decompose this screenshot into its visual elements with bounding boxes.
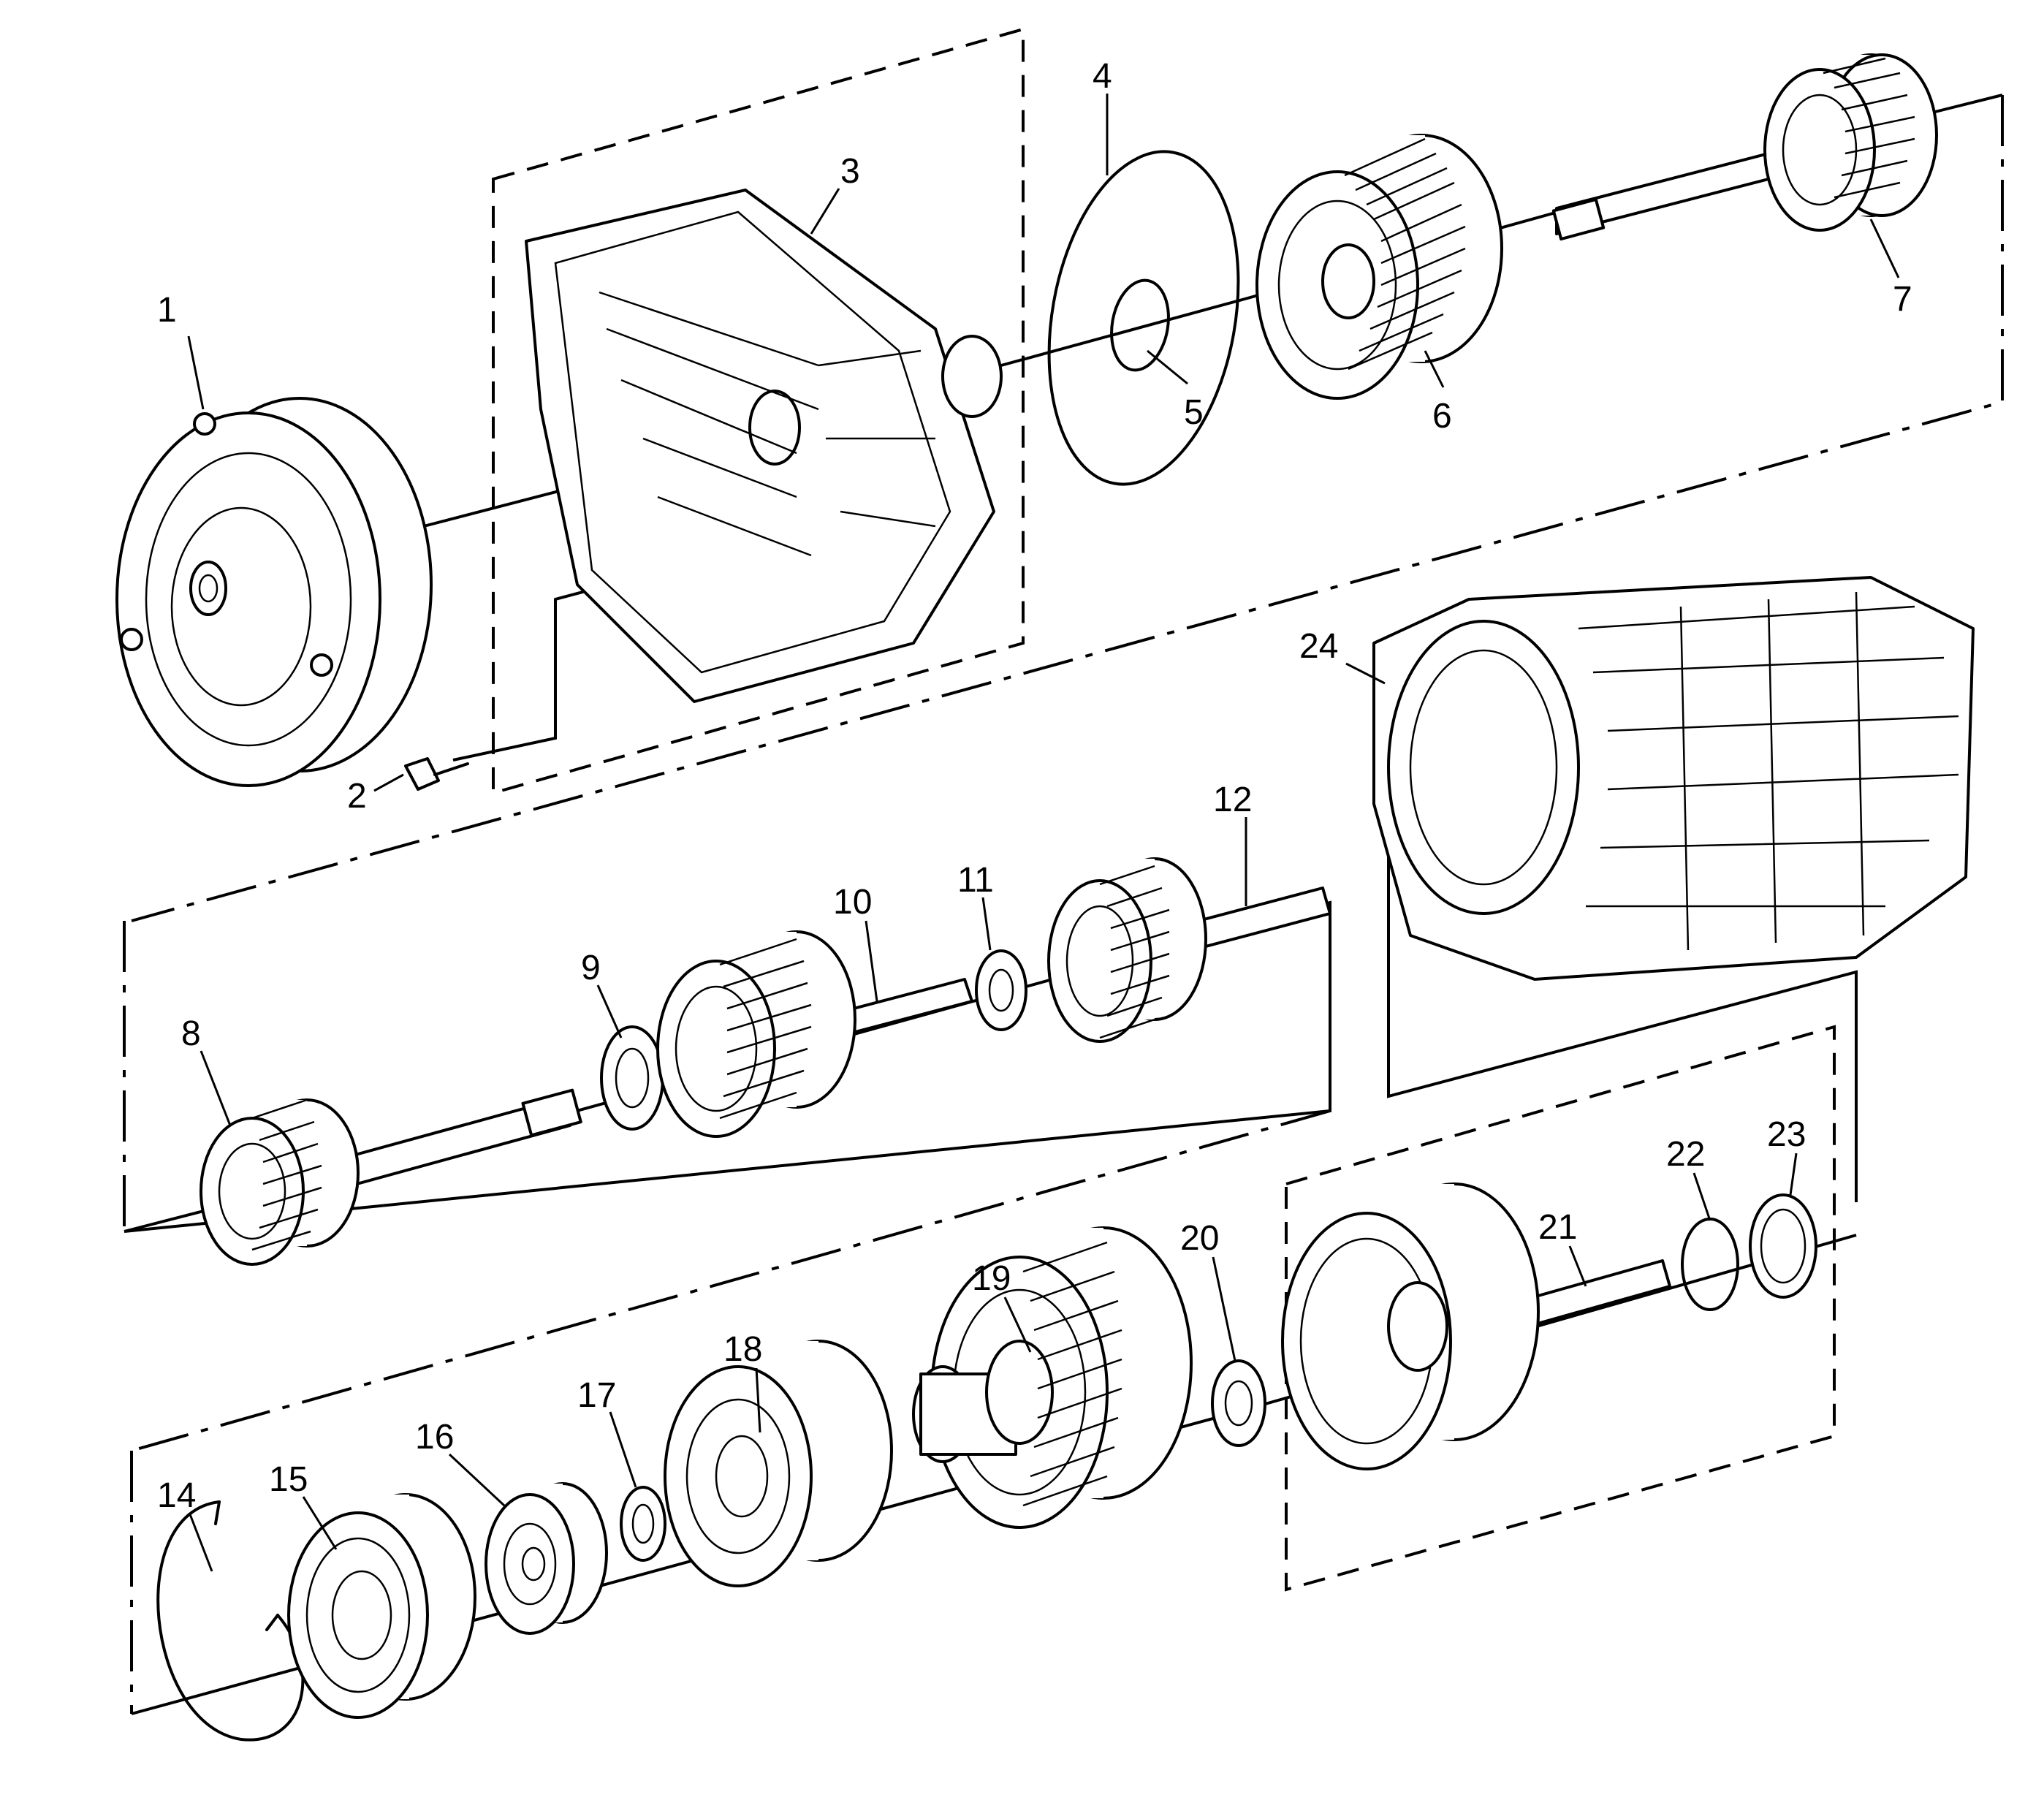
front-planetary-carrier-shaft — [200, 1088, 582, 1266]
callout-9: 9 — [581, 949, 601, 987]
leader-lines — [187, 94, 1900, 1572]
callout-4: 4 — [1093, 57, 1112, 96]
callout-6: 6 — [1432, 397, 1452, 436]
torque-converter — [115, 397, 433, 787]
callout-24: 24 — [1299, 627, 1338, 666]
callout-19: 19 — [972, 1259, 1011, 1298]
clutch-assembly-15 — [287, 1493, 476, 1719]
large-seal-ring — [1047, 150, 1240, 486]
output-drum-shaft-21 — [1281, 1182, 1671, 1470]
callout-5: 5 — [1184, 393, 1204, 432]
callout-17: 17 — [577, 1376, 616, 1415]
callout-16: 16 — [415, 1418, 454, 1457]
callout-18: 18 — [723, 1330, 762, 1369]
callout-11: 11 — [957, 861, 994, 900]
callout-labels: 1 2 3 4 5 6 7 8 9 10 11 12 14 15 16 17 1… — [157, 57, 1912, 1515]
gear-set-shaft-12 — [1047, 857, 1331, 1043]
bolt — [404, 757, 469, 791]
callout-3: 3 — [840, 152, 860, 191]
small-snap-ring — [1110, 278, 1170, 372]
thrust-washer-17 — [620, 1486, 666, 1562]
planetary-gear-set-19 — [912, 1226, 1193, 1529]
snap-ring-14 — [156, 1500, 305, 1742]
clutch-drum-18 — [664, 1340, 893, 1587]
assembly-lines — [123, 27, 2004, 1715]
callout-12: 12 — [1213, 781, 1252, 819]
sun-gear-16 — [485, 1482, 608, 1635]
callout-2: 2 — [347, 777, 367, 816]
callout-15: 15 — [269, 1460, 308, 1499]
callout-7: 7 — [1893, 280, 1912, 319]
snap-ring-22 — [1681, 1218, 1739, 1311]
callout-1: 1 — [157, 291, 177, 330]
callout-20: 20 — [1180, 1219, 1219, 1258]
callout-8: 8 — [181, 1014, 201, 1053]
clutch-drum-shaft-10 — [656, 930, 973, 1138]
callout-14: 14 — [157, 1476, 196, 1515]
callout-21: 21 — [1538, 1208, 1577, 1247]
input-shaft-drum — [1551, 53, 1938, 241]
seal-23 — [1749, 1193, 1817, 1299]
clutch-drum-front — [1255, 134, 1503, 400]
thrust-washer-20 — [1211, 1359, 1266, 1447]
callout-22: 22 — [1666, 1135, 1705, 1174]
thrust-washer-11 — [975, 949, 1027, 1031]
callout-10: 10 — [833, 883, 872, 922]
transmission-case — [1372, 576, 1975, 981]
bell-housing — [525, 189, 1003, 703]
callout-23: 23 — [1767, 1115, 1806, 1154]
thrust-washer-9 — [600, 1025, 664, 1131]
